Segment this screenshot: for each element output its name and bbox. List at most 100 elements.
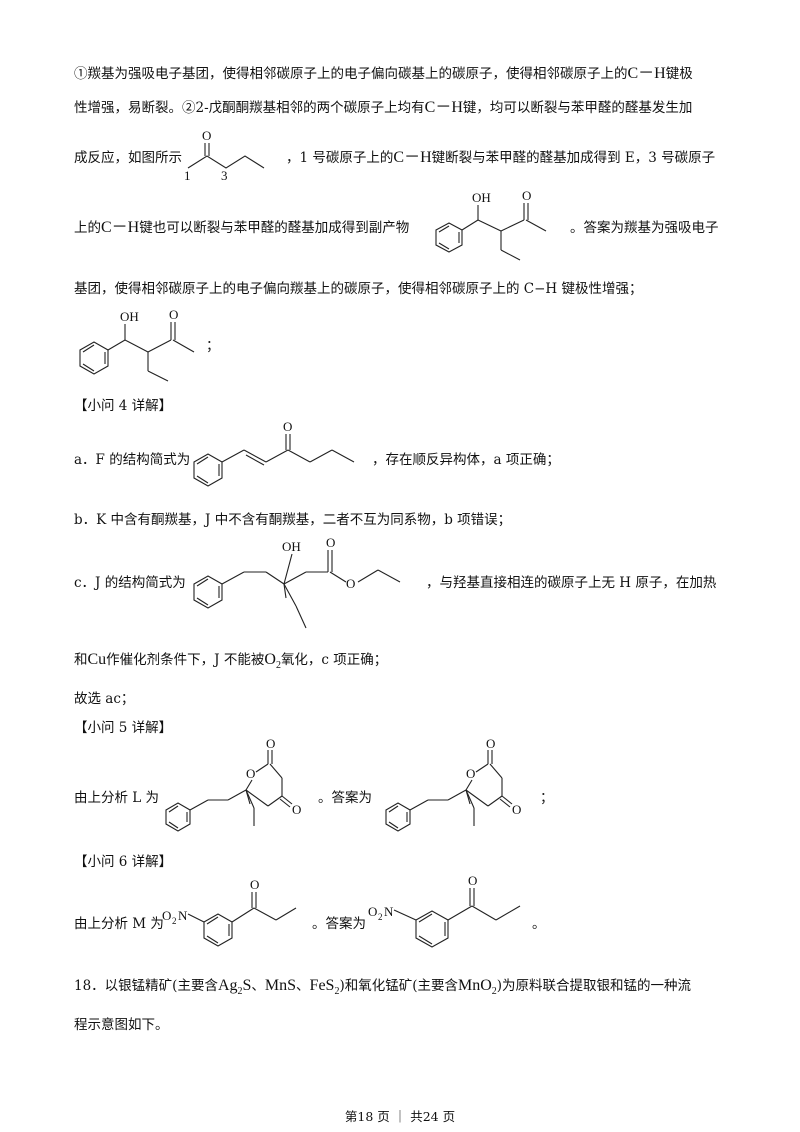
text: 由上分析 M 为 (74, 916, 164, 932)
formula-ch: C－H (627, 65, 666, 82)
text: )和氧化锰矿(主要含 (339, 978, 458, 994)
q4-c3: 和Cu作催化剂条件下，J 不能被O2氧化，c 项正确； (74, 650, 387, 676)
structure-2-pentanone: O 1 3 (184, 128, 265, 183)
section-header: 【小问 4 详解】 (74, 398, 173, 414)
atom-o: O (468, 873, 477, 888)
subscript: 2 (172, 916, 177, 926)
q5-text2: 。答案为 (318, 788, 372, 808)
formula-ch: C－H (393, 149, 432, 166)
atom-o: O (266, 736, 275, 751)
page-footer: 第18 页 ｜ 共24 页 (344, 1109, 456, 1124)
text: 性增强，易断裂。②2-戊酮酮羰基相邻的两个碳原子上均有 (74, 100, 425, 116)
para1-line3b: ，1 号碳原子上的C－H键断裂与苯甲醛的醛基加成得到 E，3 号碳原子 (286, 148, 715, 168)
subscript: 2 (378, 912, 383, 922)
label-number: 1 (184, 168, 191, 183)
para1-line4c: 。答案为羰基为强吸电子 (570, 218, 719, 238)
structure-M: O 2 N O (162, 877, 297, 947)
formula-mno2: MnO2 (458, 977, 497, 998)
q4-header: 【小问 4 详解】 (74, 396, 172, 416)
structure-side-product-answer: OH O (79, 307, 195, 382)
q6-text3: 。 (532, 914, 546, 934)
para1-line2: 性增强，易断裂。②2-戊酮酮羰基相邻的两个碳原子上均有C－H键，均可以断裂与苯甲… (74, 98, 692, 118)
text: 由上分析 L 为 (74, 790, 160, 806)
subscript: 2 (491, 986, 497, 998)
structure-side-product: OH O (435, 188, 547, 261)
text: 。 (532, 916, 546, 932)
subscript: 2 (275, 660, 281, 672)
text: 键，均可以断裂与苯甲醛的醛基发生加 (462, 100, 693, 116)
q18-line2: 程示意图如下。 (74, 1015, 169, 1035)
text: Ag (217, 977, 238, 994)
atom-oh: OH (120, 309, 139, 324)
para1-line4: 上的C－H键也可以断裂与苯甲醛的醛基加成得到副产物 (74, 218, 409, 238)
q5-text3: ； (540, 788, 554, 808)
atom-o: O (169, 307, 178, 322)
text: ①羰基为强吸电子基团，使得相邻碳原子上的电子偏向碳基上的碳原子，使得相邻碳原子上… (74, 66, 628, 82)
formula-ag2s: Ag2S (217, 977, 252, 997)
q18-line1: 18．以银锰精矿(主要含Ag2S、MnS、FeS2)和氧化锰矿(主要含MnO2)… (74, 976, 691, 1002)
q5-header: 【小问 5 详解】 (74, 718, 172, 738)
text: MnO (458, 977, 492, 994)
atom-o: O (162, 908, 171, 923)
text: 和 (74, 652, 88, 668)
text: 。答案为 (318, 790, 372, 806)
text: )为原料联合提取银和锰的一种流 (496, 978, 692, 994)
formula-ch: C－H (101, 219, 140, 236)
text: b．K 中含有酮羰基，J 中不含有酮羰基，二者不互为同系物，b 项错误； (74, 512, 512, 528)
structure-M-answer: O 2 N O (368, 873, 521, 948)
q4-a2: ，存在顺反异构体，a 项正确； (372, 450, 560, 470)
q5-text1: 由上分析 L 为 (74, 788, 159, 808)
atom-oh: OH (472, 190, 491, 205)
text: 、 (251, 978, 265, 994)
q6-header: 【小问 6 详解】 (74, 852, 172, 872)
text: ，与羟基直接相连的碳原子上无 H 原子，在加热 (426, 575, 717, 591)
atom-o: O (202, 128, 211, 143)
text: 、 (296, 978, 310, 994)
text: 故选 ac； (74, 691, 135, 707)
text: ； (206, 338, 220, 354)
text: 基团，使得相邻碳原子上的电子偏向羰基上的碳原子，使得相邻碳原子上的 C−H 键极… (74, 281, 643, 297)
text: O (264, 651, 276, 668)
atom-o: O (512, 802, 521, 817)
semicolon: ； (206, 336, 220, 356)
text: S (242, 977, 252, 994)
text: 上的 (74, 220, 101, 236)
section-header: 【小问 5 详解】 (74, 720, 173, 736)
text: 氧化，c 项正确； (280, 652, 388, 668)
text: a．F 的结构简式为 (74, 452, 191, 468)
structure-J: OH O O (193, 535, 401, 629)
text: ； (540, 790, 554, 806)
label-number: 3 (221, 168, 228, 183)
atom-o: O (368, 904, 377, 919)
text: 键断裂与苯甲醛的醛基加成得到 E，3 号碳原子 (431, 150, 716, 166)
para1-line5: 基团，使得相邻碳原子上的电子偏向羰基上的碳原子，使得相邻碳原子上的 C−H 键极… (74, 279, 643, 299)
structure-L: O O O (165, 736, 301, 832)
text: 键极 (665, 66, 693, 82)
atom-n: N (384, 904, 394, 919)
q4-c2: ，与羟基直接相连的碳原子上无 H 原子，在加热 (426, 573, 716, 593)
formula-ch: C－H (424, 99, 463, 116)
atom-o: O (486, 736, 495, 751)
atom-o: O (326, 535, 335, 550)
formula-fes2: FeS2 (310, 977, 340, 998)
section-header: 【小问 6 详解】 (74, 854, 173, 870)
formula-mns: MnS (264, 977, 297, 994)
atom-o: O (250, 877, 259, 892)
atom-n: N (178, 908, 188, 923)
text: c．J 的结构简式为 (74, 575, 186, 591)
text: 作催化剂条件下，J 不能被 (106, 652, 265, 668)
q6-text1: 由上分析 M 为 (74, 914, 164, 934)
text: 18．以银锰精矿(主要含 (74, 978, 218, 994)
atom-o: O (522, 188, 531, 203)
structure-L-answer: O O O (385, 736, 521, 832)
text: ，1 号碳原子上的 (286, 150, 394, 166)
atom-o: O (246, 766, 255, 781)
formula-cu: Cu (87, 651, 107, 668)
formula-o2: O2 (264, 651, 281, 672)
para1-line1: ①羰基为强吸电子基团，使得相邻碳原子上的电子偏向碳基上的碳原子，使得相邻碳原子上… (74, 64, 693, 84)
q4-c: c．J 的结构简式为 (74, 573, 186, 593)
text: ，存在顺反异构体，a 项正确； (372, 452, 560, 468)
subscript: 2 (334, 986, 340, 998)
text: 。答案为羰基为强吸电子 (570, 220, 719, 236)
q6-text2: 。答案为 (312, 914, 366, 934)
